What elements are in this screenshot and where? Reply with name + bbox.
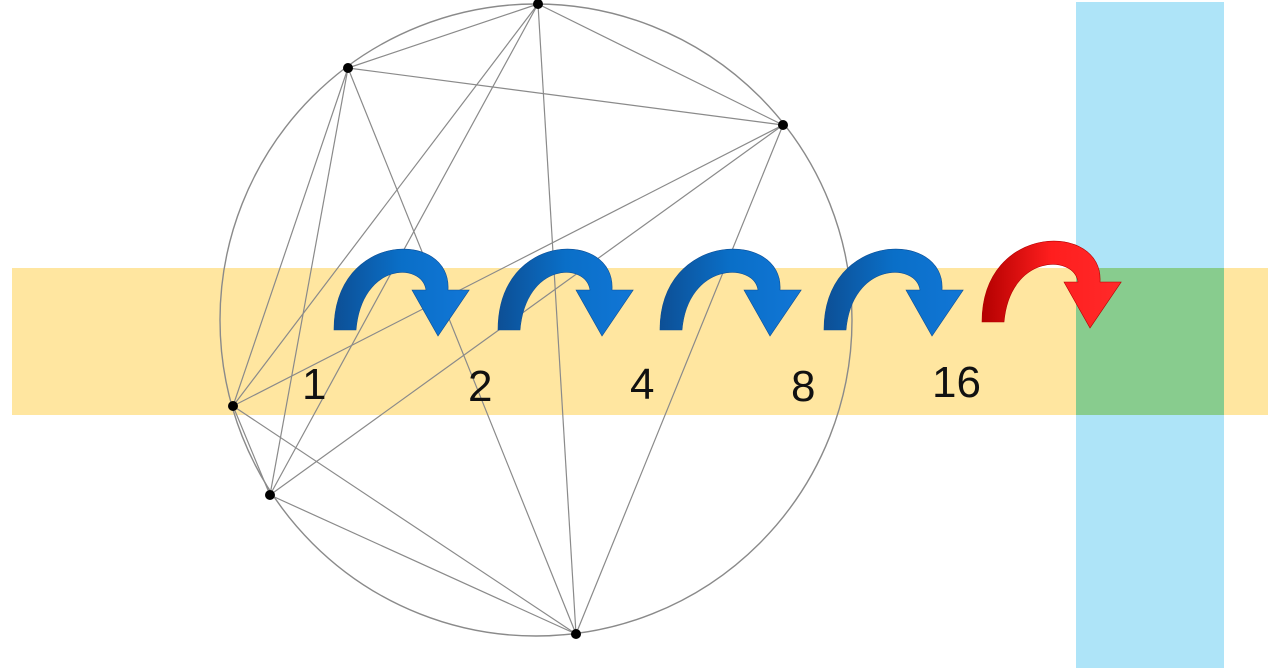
doubling-arrows [333, 240, 1122, 337]
label-8: 8 [791, 362, 815, 411]
graph-edge [537, 3, 784, 126]
graph-point [228, 401, 238, 411]
graph-edge [269, 494, 577, 635]
graph-point [533, 0, 543, 9]
curved-arrow-red-icon [981, 240, 1122, 329]
graph-edge [269, 124, 784, 496]
graph-edge [232, 405, 271, 496]
graph-edge [537, 3, 577, 635]
graph-points [228, 0, 788, 639]
curved-arrow-blue-icon [497, 248, 634, 337]
graph-edge [232, 405, 577, 635]
graph-edge [347, 67, 784, 126]
curved-arrow-blue-icon [333, 248, 470, 337]
graph-edge [232, 124, 784, 407]
graph-edge [269, 67, 349, 496]
graph-point [343, 63, 353, 73]
label-4: 4 [630, 360, 654, 409]
curved-arrow-blue-icon [659, 248, 802, 337]
label-1: 1 [302, 360, 326, 409]
graph-point [571, 629, 581, 639]
label-16: 16 [932, 358, 981, 407]
graph-edge [232, 3, 539, 407]
graph-edge [347, 3, 539, 69]
graph-point [778, 120, 788, 130]
curved-arrow-blue-icon [823, 248, 964, 337]
graph-edge [232, 67, 349, 407]
graph-point [265, 490, 275, 500]
graph-edge [347, 67, 577, 635]
label-2: 2 [468, 362, 492, 411]
graph-edge [575, 124, 784, 635]
